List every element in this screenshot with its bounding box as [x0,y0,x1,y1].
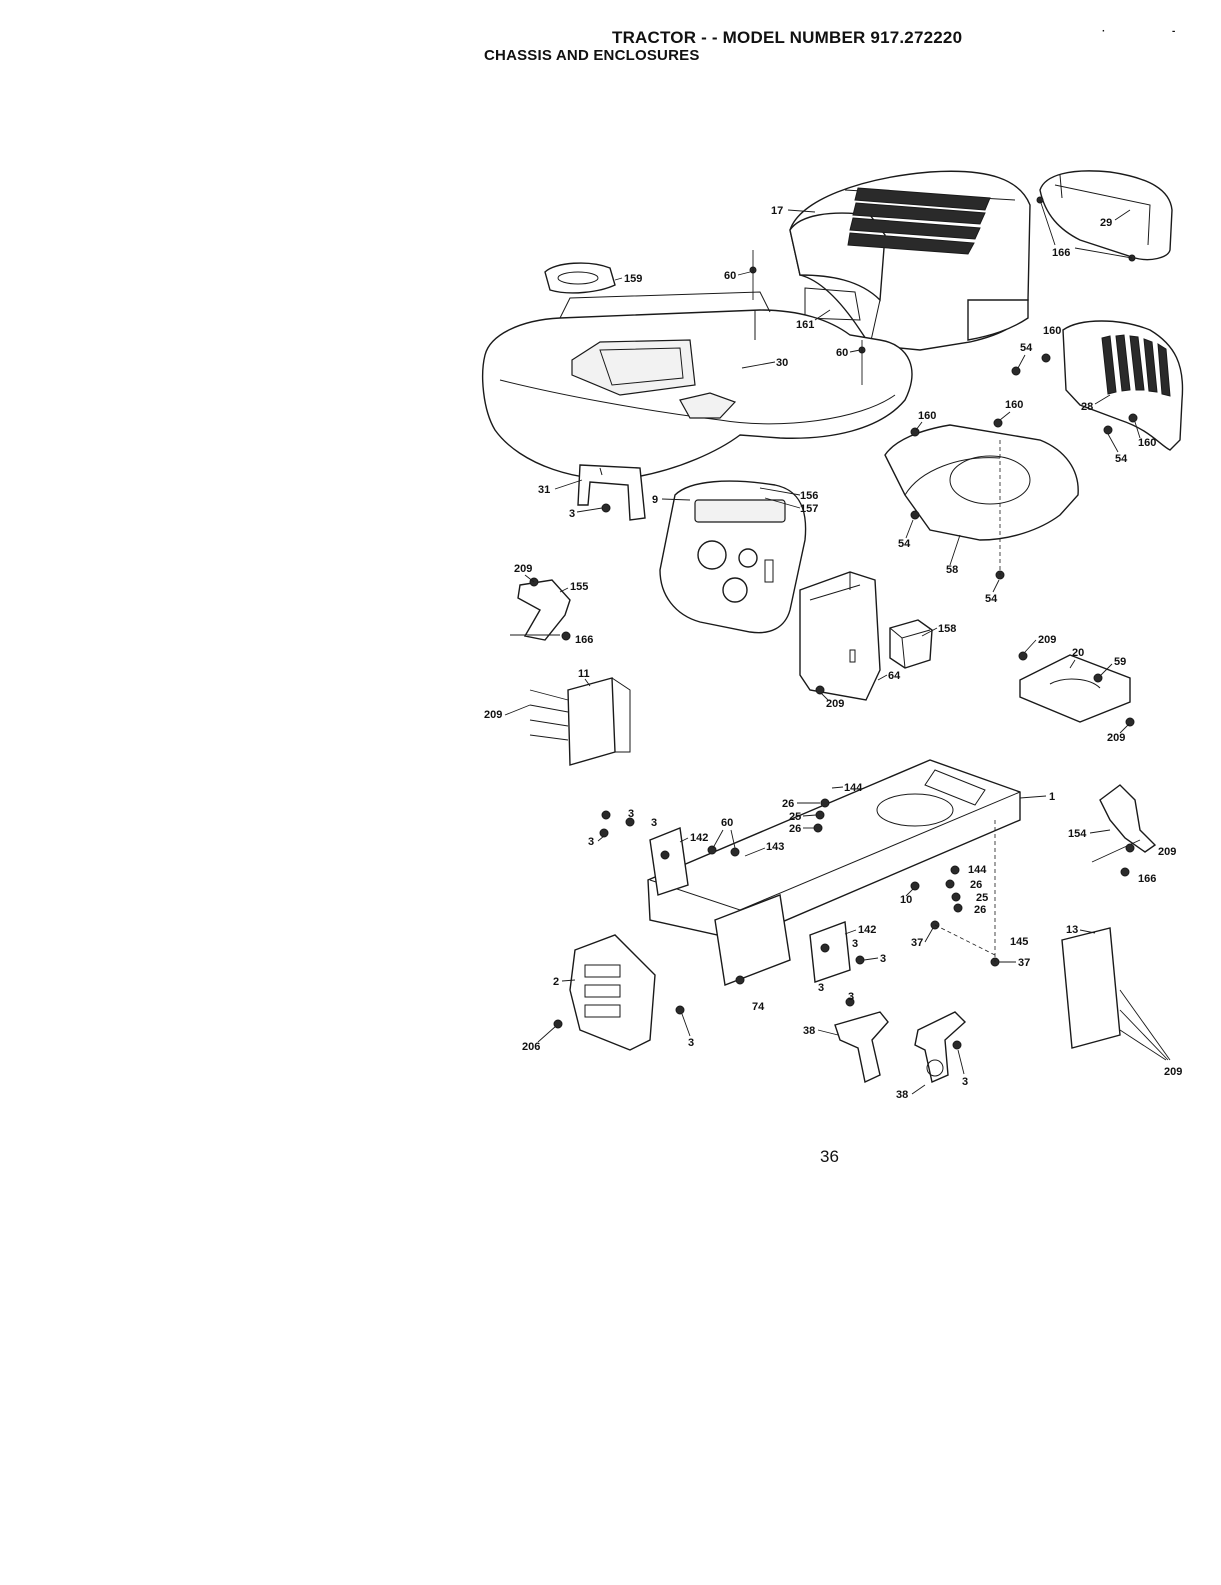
side-panel-part [1063,321,1183,450]
callout-209-a: 209 [514,563,532,575]
callout-26-b: 26 [789,823,801,835]
callout-143: 143 [766,841,784,853]
callout-209-c: 209 [484,709,502,721]
callout-2: 2 [553,976,559,988]
cup-holder-part [545,263,615,293]
callout-3-g: 3 [818,982,824,994]
callout-60-b: 60 [836,347,848,359]
callout-156: 156 [800,490,818,502]
callout-166-b: 166 [575,634,593,646]
callout-157: 157 [800,503,818,515]
callout-26-a: 26 [782,798,794,810]
callout-3-e: 3 [852,938,858,950]
callout-38-b: 38 [896,1089,908,1101]
callout-25-b: 25 [976,892,988,904]
callout-160-c: 160 [1005,399,1023,411]
tray-part [885,425,1078,540]
callout-160-b: 160 [918,410,936,422]
callout-166-c: 166 [1138,873,1156,885]
callout-38-a: 38 [803,1025,815,1037]
callout-26-c: 26 [970,879,982,891]
callout-3-a: 3 [569,508,575,520]
callout-209-g: 209 [1164,1066,1182,1078]
front-plate-part [570,935,655,1050]
callout-161: 161 [796,319,814,331]
callout-64: 64 [888,670,901,682]
callout-37-b: 37 [1018,957,1030,969]
callout-60-a: 60 [724,270,736,282]
console-part [660,481,806,633]
callout-20: 20 [1072,647,1084,659]
callout-54-b: 54 [1115,453,1128,465]
callout-160-d: 160 [1138,437,1156,449]
callout-28: 28 [1081,401,1093,413]
callout-209-f: 209 [1158,846,1176,858]
callout-144-a: 144 [844,782,863,794]
callout-3-f: 3 [880,953,886,965]
callout-11: 11 [578,668,590,680]
mounting-bracket-155-part [510,580,570,640]
callout-29: 29 [1100,217,1112,229]
callout-209-e: 209 [1107,732,1125,744]
callout-145: 145 [1010,936,1028,948]
dash-panel-part [800,572,880,700]
callout-26-d: 26 [974,904,986,916]
callout-142-a: 142 [690,832,708,844]
callout-3-d: 3 [588,836,594,848]
callout-158: 158 [938,623,956,635]
panel-11-part [530,678,630,765]
bracket-38-part [835,1012,888,1082]
callout-166-a: 166 [1052,247,1070,259]
callout-25-a: 25 [789,811,801,823]
callout-209-d: 209 [826,698,844,710]
callout-58: 58 [946,564,958,576]
callout-1: 1 [1049,791,1055,803]
rear-panel-13-part [1062,928,1170,1060]
callout-74: 74 [752,1001,765,1013]
callout-54-c: 54 [898,538,911,550]
callout-160-a: 160 [1043,325,1061,337]
callout-17: 17 [771,205,783,217]
callout-144-b: 144 [968,864,987,876]
callout-60-c: 60 [721,817,733,829]
callout-206: 206 [522,1041,540,1053]
callout-3-c: 3 [651,817,657,829]
callout-31: 31 [538,484,550,496]
callout-159: 159 [624,273,642,285]
callout-155: 155 [570,581,588,593]
callout-30: 30 [776,357,788,369]
callout-59: 59 [1114,656,1126,668]
callout-37-a: 37 [911,937,923,949]
callout-142-b: 142 [858,924,876,936]
callout-209-b: 209 [1038,634,1056,646]
support-bracket-part [578,465,645,520]
callout-3-h: 3 [848,991,854,1003]
rear-bracket-154-part [1092,785,1155,862]
callout-13: 13 [1066,924,1078,936]
callout-54-a: 54 [1020,342,1033,354]
callout-154: 154 [1068,828,1087,840]
page-number: 36 [820,1147,839,1167]
fender-deck-part [483,292,912,479]
callout-9: 9 [652,494,658,506]
callout-3-b: 3 [628,808,634,820]
callout-3-i: 3 [688,1037,694,1049]
main-frame-part [648,760,1020,985]
callout-54-d: 54 [985,593,998,605]
block-158-part [890,620,932,668]
callout-3-j: 3 [962,1076,968,1088]
